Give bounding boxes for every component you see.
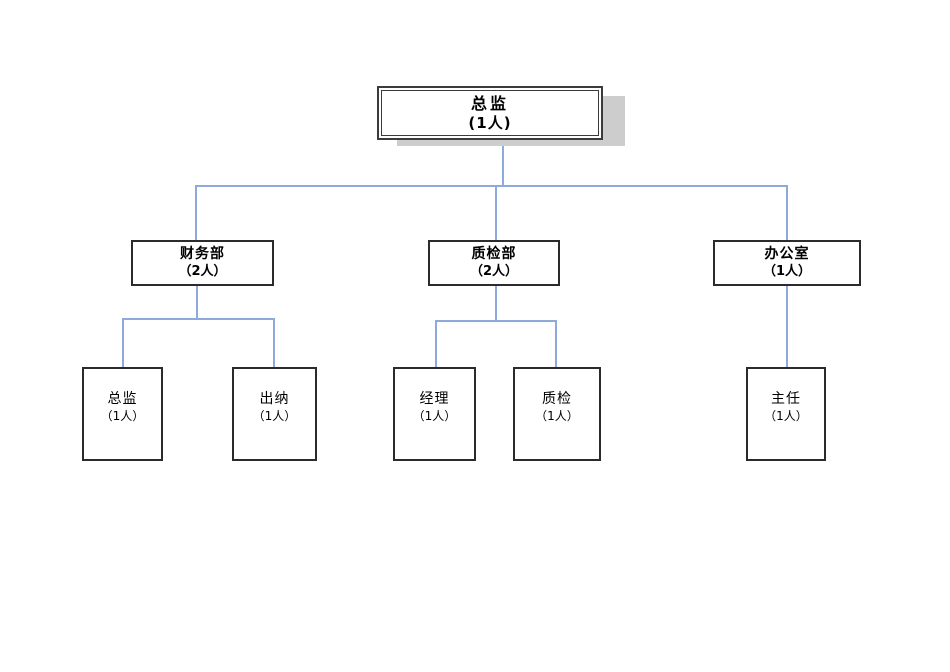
node-role-cashier-title: 出纳 bbox=[259, 391, 290, 407]
node-department-office-title: 办公室 bbox=[764, 246, 810, 263]
node-role-cashier-count: （1人） bbox=[252, 408, 297, 423]
connector-root-stem bbox=[502, 140, 504, 186]
connector-finance-stem bbox=[196, 285, 198, 320]
node-role-chief[interactable]: 主任 （1人） bbox=[746, 367, 826, 461]
node-root-director[interactable]: 总监 (1人) bbox=[377, 86, 603, 140]
node-role-inspector-title: 质检 bbox=[542, 391, 572, 407]
node-role-manager-count: （1人） bbox=[412, 408, 457, 423]
node-department-office[interactable]: 办公室 （1人） bbox=[713, 240, 861, 286]
node-role-finance-director-count: （1人） bbox=[100, 408, 145, 423]
connector-finance-to-director bbox=[122, 318, 124, 368]
node-role-manager-title: 经理 bbox=[419, 391, 450, 407]
connector-bus-to-finance bbox=[195, 185, 197, 241]
connector-finance-to-cashier bbox=[273, 318, 275, 368]
node-role-cashier[interactable]: 出纳 （1人） bbox=[232, 367, 317, 461]
node-department-finance[interactable]: 财务部 （2人） bbox=[131, 240, 274, 286]
connector-department-bus bbox=[195, 185, 788, 187]
node-root-director-count: (1人) bbox=[468, 113, 512, 132]
node-role-finance-director-title: 总监 bbox=[107, 391, 138, 407]
connector-bus-to-quality bbox=[495, 185, 497, 241]
node-role-chief-title: 主任 bbox=[771, 391, 801, 407]
node-role-manager[interactable]: 经理 （1人） bbox=[393, 367, 476, 461]
node-department-quality[interactable]: 质检部 （2人） bbox=[428, 240, 560, 286]
connector-office-to-chief bbox=[786, 285, 788, 368]
connector-quality-to-inspector bbox=[555, 320, 557, 368]
node-root-director-title: 总监 bbox=[470, 93, 509, 113]
connector-finance-bus bbox=[122, 318, 275, 320]
node-department-office-count: （1人） bbox=[762, 263, 812, 279]
node-department-finance-title: 财务部 bbox=[180, 246, 225, 263]
node-role-chief-count: （1人） bbox=[764, 408, 808, 423]
node-role-inspector[interactable]: 质检 （1人） bbox=[513, 367, 601, 461]
node-department-quality-title: 质检部 bbox=[471, 246, 517, 263]
connector-bus-to-office bbox=[786, 185, 788, 241]
root-inner-frame: 总监 (1人) bbox=[381, 90, 599, 136]
node-department-quality-count: （2人） bbox=[469, 263, 519, 279]
connector-quality-to-manager bbox=[435, 320, 437, 368]
connector-quality-stem bbox=[495, 285, 497, 322]
node-role-inspector-count: （1人） bbox=[535, 408, 579, 423]
node-department-finance-count: （2人） bbox=[178, 263, 227, 279]
node-role-finance-director[interactable]: 总监 （1人） bbox=[82, 367, 163, 461]
connector-quality-bus bbox=[435, 320, 557, 322]
